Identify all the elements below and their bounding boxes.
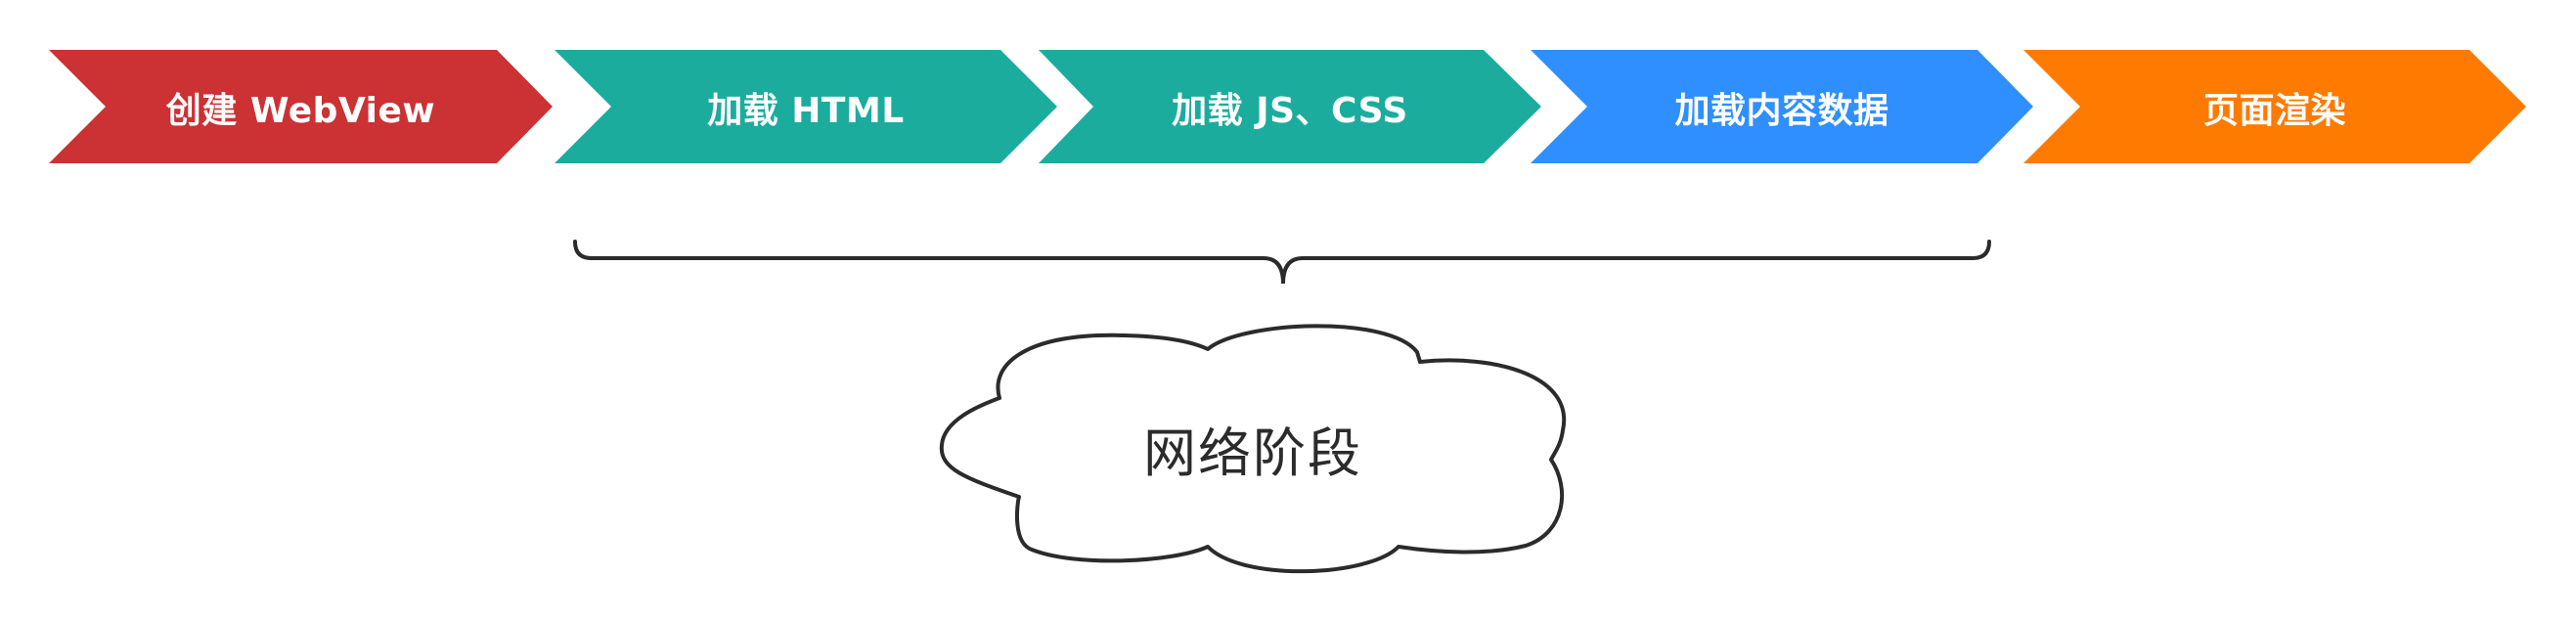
step-chevron-page-render [2023, 50, 2526, 163]
step-chevron-load-content-data [1531, 50, 2033, 163]
step-chevron-create-webview [49, 50, 553, 163]
step-label-load-content-data: 加载内容数据 [1674, 90, 1889, 131]
step-chevron-load-js-css [1039, 50, 1541, 163]
step-label-page-render: 页面渲染 [2202, 90, 2346, 131]
network-phase-cloud [939, 324, 1567, 574]
network-phase-label: 网络阶段 [1143, 422, 1362, 484]
step-label-load-html: 加载 HTML [707, 90, 905, 131]
step-label-create-webview: 创建 WebView [165, 90, 436, 131]
step-chevron-load-html [555, 50, 1057, 163]
step-label-load-js-css: 加载 JS、CSS [1172, 90, 1408, 131]
grouping-brace [573, 240, 1991, 285]
